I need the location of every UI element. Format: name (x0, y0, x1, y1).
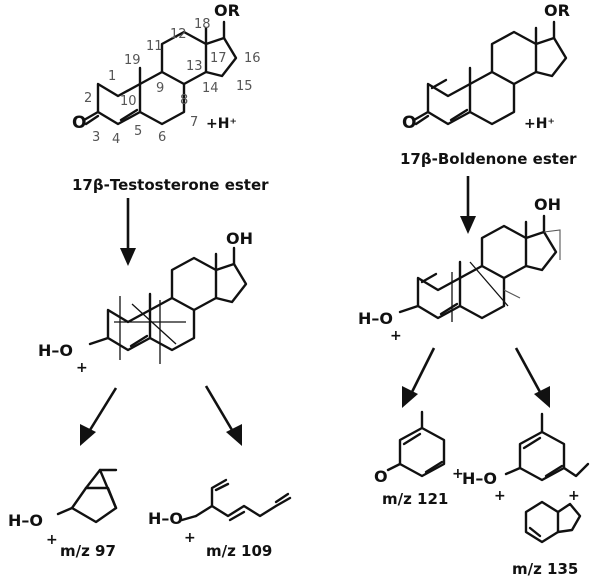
atom-number-13: 13 (186, 59, 203, 74)
atom-number-6: 6 (158, 130, 166, 145)
atom-number-8: 8 (180, 93, 188, 108)
atom-number-17: 17 (210, 51, 227, 66)
fragment-mz97-label: m/z 97 (60, 542, 116, 560)
mz135-charge-ring: + (568, 488, 580, 504)
testosterone-intermediate-charge: + (76, 360, 88, 376)
arrow-testosterone-protonation-head (120, 248, 136, 266)
testosterone-protonation: +H⁺ (206, 116, 237, 132)
atom-number-15: 15 (236, 79, 253, 94)
arrow-boldenone-protonation-head (460, 216, 476, 234)
atom-number-12: 12 (170, 27, 187, 42)
boldenone-ester-structure (412, 20, 568, 126)
atom-numbering: 1 2 3 4 5 6 7 8 9 10 11 12 13 14 15 16 1… (84, 17, 261, 147)
atom-number-7: 7 (190, 115, 198, 130)
arrow-to-mz121-head (402, 386, 418, 408)
atom-number-16: 16 (244, 51, 261, 66)
testosterone-or-label: OR (214, 1, 240, 20)
mz121-carbonyl-o: O (374, 467, 388, 486)
atom-number-2: 2 (84, 91, 92, 106)
atom-number-9: 9 (156, 81, 164, 96)
atom-number-1: 1 (108, 69, 116, 84)
boldenone-name: 17β-Boldenone ester (400, 150, 577, 168)
mz109-charge: + (184, 530, 196, 546)
boldenone-intermediate-charge: + (390, 328, 402, 344)
atom-number-10: 10 (120, 94, 137, 109)
arrow-to-mz135 (514, 347, 542, 393)
boldenone-protonated-intermediate (398, 214, 561, 322)
fragment-mz135-label: m/z 135 (512, 560, 578, 578)
atom-number-14: 14 (202, 81, 219, 96)
arrow-to-mz121 (410, 347, 436, 393)
arrow-to-mz109-head (226, 424, 242, 446)
arrow-to-mz97-head (80, 424, 96, 446)
testosterone-protonated-intermediate (88, 246, 248, 364)
mz121-charge: + (452, 466, 464, 482)
mz97-charge: + (46, 532, 58, 548)
atom-number-3: 3 (92, 130, 100, 145)
testosterone-carbonyl-o: O (72, 113, 86, 133)
boldenone-intermediate-oh: OH (534, 195, 561, 214)
atom-number-4: 4 (112, 132, 120, 147)
fragment-mz109-label: m/z 109 (206, 542, 272, 560)
fragment-mz121-label: m/z 121 (382, 490, 448, 508)
fragment-mz109-structure (180, 478, 292, 522)
fragment-mz97-structure (56, 468, 118, 524)
testosterone-intermediate-oh: OH (226, 229, 253, 248)
arrow-to-mz97 (88, 387, 118, 431)
atom-number-5: 5 (134, 124, 142, 139)
testosterone-ester-structure (82, 20, 238, 126)
mz97-ho: H–O (8, 511, 43, 530)
testosterone-intermediate-ho: H–O (38, 341, 73, 360)
mz135-charge-left: + (494, 488, 506, 504)
arrow-to-mz109 (204, 385, 234, 431)
atom-number-11: 11 (146, 39, 163, 54)
atom-number-19: 19 (124, 53, 141, 68)
boldenone-or-label: OR (544, 1, 570, 20)
mz135-ho: H–O (462, 469, 497, 488)
fragment-mz135-structure (504, 412, 590, 544)
arrow-to-mz135-head (534, 386, 550, 408)
testosterone-name: 17β-Testosterone ester (72, 176, 269, 194)
fragment-mz121-structure (386, 410, 446, 478)
boldenone-protonation: +H⁺ (524, 116, 555, 132)
atom-number-18: 18 (194, 17, 211, 32)
boldenone-intermediate-ho: H–O (358, 309, 393, 328)
boldenone-carbonyl-o: O (402, 113, 416, 133)
mz109-ho: H–O (148, 509, 183, 528)
